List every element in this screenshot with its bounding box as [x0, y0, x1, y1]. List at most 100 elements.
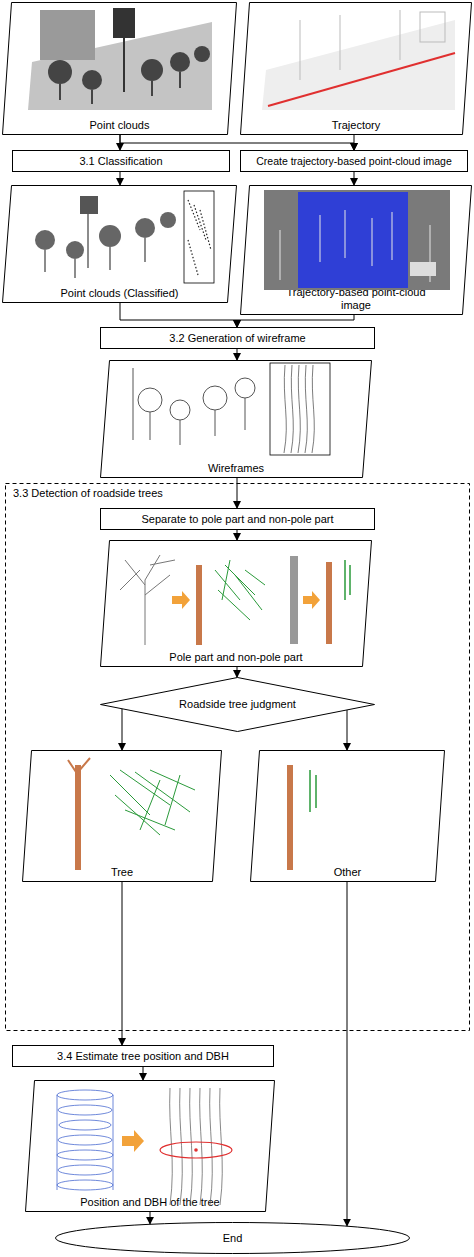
data-parallelogram — [23, 751, 222, 882]
ring — [57, 1150, 113, 1160]
process-box — [101, 328, 375, 349]
data-node: Wireframes — [100, 360, 372, 478]
faint-pole — [300, 20, 301, 80]
pole — [320, 215, 321, 262]
tree-crown — [141, 59, 163, 81]
trunk — [151, 81, 153, 96]
node-label: Roadside tree judgment — [179, 698, 296, 711]
node-label: Tree — [111, 866, 133, 879]
tree-crown — [160, 212, 176, 228]
wire — [305, 365, 307, 453]
node-outline — [22, 750, 222, 882]
sign-points — [113, 8, 135, 38]
tree-crown — [235, 378, 255, 398]
branches — [120, 555, 175, 595]
pole-part — [326, 562, 332, 644]
node-outline — [25, 1080, 275, 1212]
trunk — [91, 90, 93, 104]
flow-arrow — [143, 1067, 144, 1080]
trunk — [44, 250, 46, 272]
green-mark — [349, 565, 351, 595]
gray-tree — [120, 555, 175, 645]
flow-arrow — [122, 882, 123, 1045]
faint-structures — [300, 10, 445, 80]
tree-image — [68, 758, 195, 870]
node-label: End — [223, 1232, 243, 1245]
scanline — [194, 205, 206, 240]
data-parallelogram — [241, 3, 472, 135]
side — [57, 1095, 58, 1190]
terminal-node: End — [55, 1222, 410, 1254]
wire — [291, 365, 293, 453]
data-node: Other — [250, 750, 445, 882]
node-label: Separate to pole part and non-pole part — [141, 513, 333, 526]
non-pole-part — [345, 560, 350, 600]
trajectory-line — [268, 53, 455, 106]
decision-diamond — [101, 678, 375, 732]
pole-points — [123, 38, 125, 92]
data-node: Trajectory — [240, 2, 472, 135]
classified-trees — [35, 212, 176, 259]
wireframe-image — [133, 363, 330, 455]
flow-arrow — [237, 478, 238, 508]
scanline — [200, 210, 211, 250]
image-poles — [280, 210, 430, 282]
node-outline — [240, 2, 472, 135]
group-label: 3.3 Detection of roadside trees — [13, 487, 163, 500]
trunk — [144, 238, 146, 262]
node-outline — [2, 185, 237, 303]
process-box — [241, 151, 468, 172]
pole — [133, 368, 134, 440]
pole — [392, 212, 393, 260]
tree-points — [48, 46, 210, 90]
data-node: Point clouds (Classified) — [2, 185, 237, 303]
flow-arrow — [237, 315, 354, 327]
wire — [220, 1088, 223, 1205]
faint-building — [420, 12, 445, 42]
node-outline — [100, 540, 372, 667]
non-pole-part — [215, 560, 265, 620]
node-label: Wireframes — [208, 462, 264, 475]
wire — [298, 365, 300, 453]
tree-trunks — [60, 72, 180, 104]
flow-arrow — [347, 882, 348, 1226]
green-mark — [315, 775, 317, 808]
wire — [200, 1088, 203, 1205]
wire — [170, 1088, 173, 1205]
data-parallelogram — [101, 541, 372, 667]
point-cloud-image — [28, 8, 212, 110]
flow-arrow — [354, 172, 355, 185]
wire — [190, 1088, 193, 1205]
pole-part — [287, 765, 293, 870]
node-label: Point clouds (Classified) — [61, 287, 179, 300]
data-parallelogram — [241, 186, 472, 315]
dbh-ellipse — [160, 1142, 232, 1158]
tree-crown — [170, 52, 190, 72]
trunk — [145, 580, 146, 645]
flow-arrow — [150, 1212, 151, 1224]
node-outline — [2, 2, 237, 135]
node-outline — [250, 750, 445, 882]
dashed-group — [6, 484, 470, 1031]
trunk — [215, 410, 216, 436]
data-parallelogram — [26, 1081, 275, 1212]
tree-crown — [99, 225, 121, 247]
flow-arrow — [237, 530, 238, 540]
green-branches — [215, 560, 265, 620]
side — [113, 1095, 114, 1190]
node-outline — [100, 360, 372, 478]
process-box: 3.1 Classification — [12, 150, 230, 172]
node-label: 3.2 Generation of wireframe — [169, 332, 305, 345]
sign — [80, 196, 98, 214]
trunk — [109, 247, 111, 270]
ground-points — [28, 22, 212, 110]
tree-trunk — [75, 765, 81, 870]
orange-arrow — [172, 591, 190, 609]
ring — [58, 1135, 112, 1145]
flow-arrow — [237, 667, 238, 677]
ring — [59, 1120, 111, 1130]
ring — [58, 1105, 112, 1115]
pole-separation-image — [120, 555, 350, 645]
dbh-image — [57, 1088, 232, 1205]
